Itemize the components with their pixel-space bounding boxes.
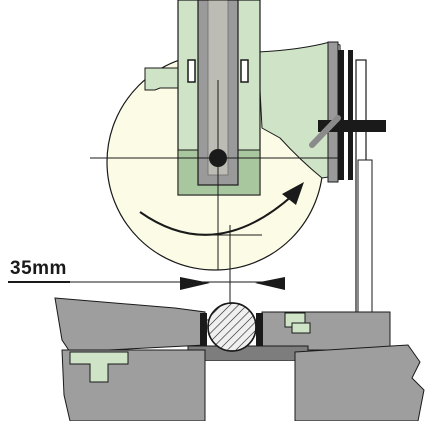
dimension-indicator bbox=[8, 277, 285, 290]
machine-bed-right bbox=[294, 344, 425, 422]
housing-slot-right bbox=[240, 59, 249, 83]
vise-base bbox=[54, 297, 425, 422]
vise-jaw-right bbox=[261, 311, 391, 351]
clamp-lever-icon bbox=[309, 115, 386, 148]
dimension-arrow-icon bbox=[255, 277, 285, 290]
vertical-post bbox=[327, 41, 373, 316]
vise-plate bbox=[187, 345, 309, 362]
vise-jaw-left bbox=[54, 297, 206, 353]
jaw-face-left bbox=[200, 313, 207, 346]
spindle-hub bbox=[209, 149, 227, 167]
t-slot-blocks bbox=[69, 312, 311, 383]
cutting-slot bbox=[205, 361, 295, 421]
jaw-face-right bbox=[256, 313, 263, 346]
dimension-label: 35mm bbox=[10, 258, 67, 279]
housing-slot-left bbox=[187, 59, 196, 83]
rotation-arrow-icon bbox=[139, 182, 304, 236]
workpiece bbox=[207, 302, 257, 352]
dimension-arrow-icon bbox=[180, 277, 210, 290]
